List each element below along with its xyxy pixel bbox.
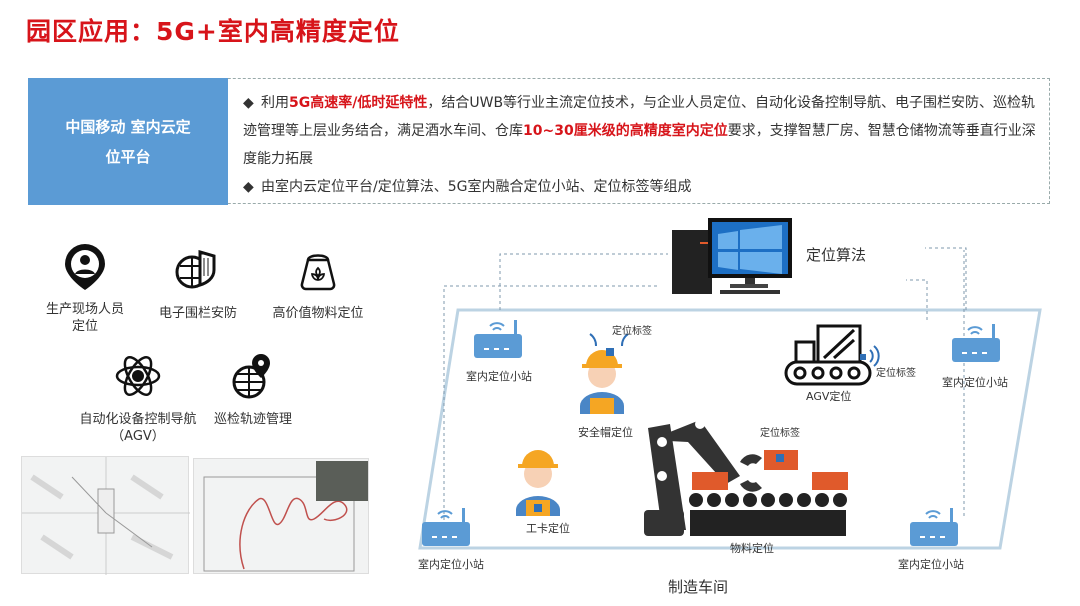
- diamond-bullet-icon: ◆: [243, 179, 254, 195]
- feature-material: 高价值物料定位: [266, 246, 370, 322]
- intro-panel: 中国移动 室内云定位平台 ◆利用5G高速率/低时延特性，结合UWB等行业主流定位…: [28, 78, 1050, 205]
- highlight-5g: 5G高速率/低时延特性: [289, 95, 428, 111]
- bullet-2: ◆由室内云定位平台/定位算法、5G室内融合定位小站、定位标签等组成: [243, 173, 1043, 201]
- material-bag-icon: [300, 254, 336, 291]
- robot-arm-icon: [644, 419, 762, 536]
- intro-text: ◆利用5G高速率/低时延特性，结合UWB等行业主流定位技术，与企业人员定位、自动…: [243, 89, 1043, 201]
- floorplan-thumbnail: [21, 456, 190, 575]
- globe-shield-icon: [175, 250, 216, 289]
- diamond-bullet-icon: ◆: [243, 95, 254, 111]
- agv-label: AGV定位: [806, 390, 852, 403]
- material-tag-label: 定位标签: [760, 428, 800, 439]
- station-label-bottomright: 室内定位小站: [898, 558, 964, 571]
- bullet-1: ◆利用5G高速率/低时延特性，结合UWB等行业主流定位技术，与企业人员定位、自动…: [243, 89, 1043, 173]
- station-icon-bottomright: [910, 508, 958, 546]
- person-pin-icon: [65, 244, 105, 290]
- station-label-bottomleft: 室内定位小站: [418, 558, 484, 571]
- conveyor-icon: [689, 450, 848, 536]
- station-label-topleft: 室内定位小站: [466, 370, 532, 383]
- positioning-diagram: 定位算法 室内定位小站 室内定位小站 室内定位小站 室内定位小站 定位标签 安全…: [400, 210, 1080, 606]
- highlight-precision: 10~30厘米级的高精度室内定位: [523, 123, 728, 139]
- badge-worker-icon: [516, 450, 560, 516]
- feature-patrol: 巡检轨迹管理: [208, 352, 298, 428]
- trajectory-map: [203, 461, 368, 572]
- page-title: 园区应用：5G+室内高精度定位: [26, 17, 400, 46]
- server-label: 定位算法: [806, 246, 867, 264]
- station-icon-topleft: [474, 320, 522, 358]
- atom-icon: [115, 356, 161, 396]
- helmet-worker-icon: [580, 333, 629, 414]
- feature-agv: 自动化设备控制导航（AGV）: [70, 352, 206, 445]
- material-label: 物料定位: [730, 542, 774, 555]
- server-computer-icon: [672, 218, 792, 294]
- helmet-label: 安全帽定位: [578, 426, 633, 439]
- platform-label: 中国移动 室内云定位平台: [28, 78, 228, 205]
- agv-tag-label: 定位标签: [876, 368, 916, 379]
- helmet-tag-label: 定位标签: [612, 326, 652, 337]
- diagram-lines: [418, 218, 1042, 550]
- feature-fence: 电子围栏安防: [148, 246, 248, 322]
- station-label-topright: 室内定位小站: [942, 376, 1008, 389]
- workshop-label: 制造车间: [668, 578, 729, 596]
- station-icon-bottomleft: [422, 508, 470, 546]
- trajectory-thumbnail: [193, 458, 369, 574]
- floorplan-drawing: [22, 457, 190, 575]
- agv-icon: [784, 324, 880, 386]
- badge-label: 工卡定位: [526, 522, 570, 535]
- feature-personnel: 生产现场人员定位: [40, 242, 130, 335]
- station-icon-topright: [952, 324, 1000, 362]
- globe-pin-icon: [232, 354, 270, 399]
